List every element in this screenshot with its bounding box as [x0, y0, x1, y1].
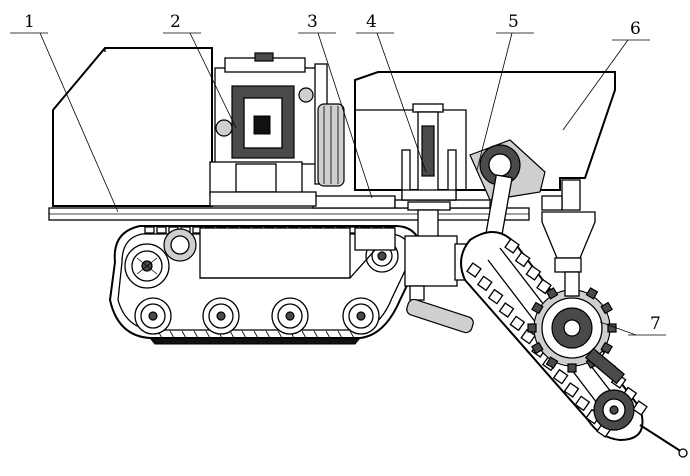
track-shoe-link — [169, 330, 175, 339]
callout-labels: 1 2 3 4 5 6 7 — [24, 12, 661, 334]
callout-1: 1 — [24, 12, 35, 32]
auger-tooth — [545, 287, 559, 300]
track-shoe-link — [313, 330, 319, 339]
track-shoe-link — [301, 330, 307, 339]
road-wheel-front — [124, 243, 170, 289]
auger-tooth — [531, 301, 544, 315]
track-shoe-link — [337, 330, 343, 339]
track-shoe — [156, 226, 167, 234]
track-shoe-link — [193, 330, 199, 339]
hydraulic-cylinder — [401, 103, 457, 241]
track-frame — [199, 227, 396, 279]
callout-3: 3 — [307, 12, 318, 32]
auger-wheel — [527, 271, 626, 385]
auger-tooth — [531, 341, 544, 355]
sprocket-rear — [163, 228, 197, 262]
chain-tooth — [487, 288, 504, 305]
auger-tooth — [545, 356, 559, 369]
track-shoe-link — [229, 330, 235, 339]
track-shoe-link — [277, 330, 283, 339]
callout-4: 4 — [366, 12, 377, 32]
boom-end-wheel — [593, 389, 635, 431]
drive-unit — [469, 139, 546, 238]
road-wheel-2 — [202, 297, 240, 335]
callout-5: 5 — [508, 12, 519, 32]
engine — [209, 52, 345, 207]
chain-tail — [639, 424, 688, 458]
track-shoe — [144, 226, 155, 234]
callout-7: 7 — [650, 314, 661, 334]
chain-tooth — [514, 251, 531, 268]
callout-2: 2 — [170, 12, 181, 32]
chain-tooth — [552, 368, 569, 385]
track-shoe-link — [253, 330, 259, 339]
track-shoe-link — [349, 330, 355, 339]
track-shoe-link — [325, 330, 331, 339]
auger-tooth — [567, 363, 577, 373]
chain-tooth — [498, 302, 515, 318]
road-wheel-4 — [342, 297, 380, 335]
track-shoe-link — [181, 330, 187, 339]
road-wheel-1 — [134, 297, 172, 335]
chain-tooth — [509, 315, 526, 332]
chain-tooth — [504, 238, 520, 254]
track-shoe-link — [265, 330, 271, 339]
chain-tooth — [525, 265, 542, 281]
auger-tooth — [600, 341, 613, 355]
track-shoe-link — [205, 330, 211, 339]
chain-tooth — [632, 400, 648, 416]
road-wheel-3 — [271, 297, 309, 335]
engine-hood — [52, 47, 213, 207]
chain-tooth — [536, 278, 552, 295]
chain-tooth — [476, 275, 493, 292]
auger-tooth — [585, 287, 599, 300]
leader-lines — [10, 32, 666, 336]
callout-6: 6 — [630, 19, 641, 39]
chain-tooth — [574, 395, 591, 412]
auger-tooth — [527, 323, 537, 333]
chain-tooth — [466, 262, 482, 278]
chain-tooth — [563, 382, 580, 398]
auger-tooth — [600, 301, 613, 315]
track-shoe-link — [241, 330, 247, 339]
